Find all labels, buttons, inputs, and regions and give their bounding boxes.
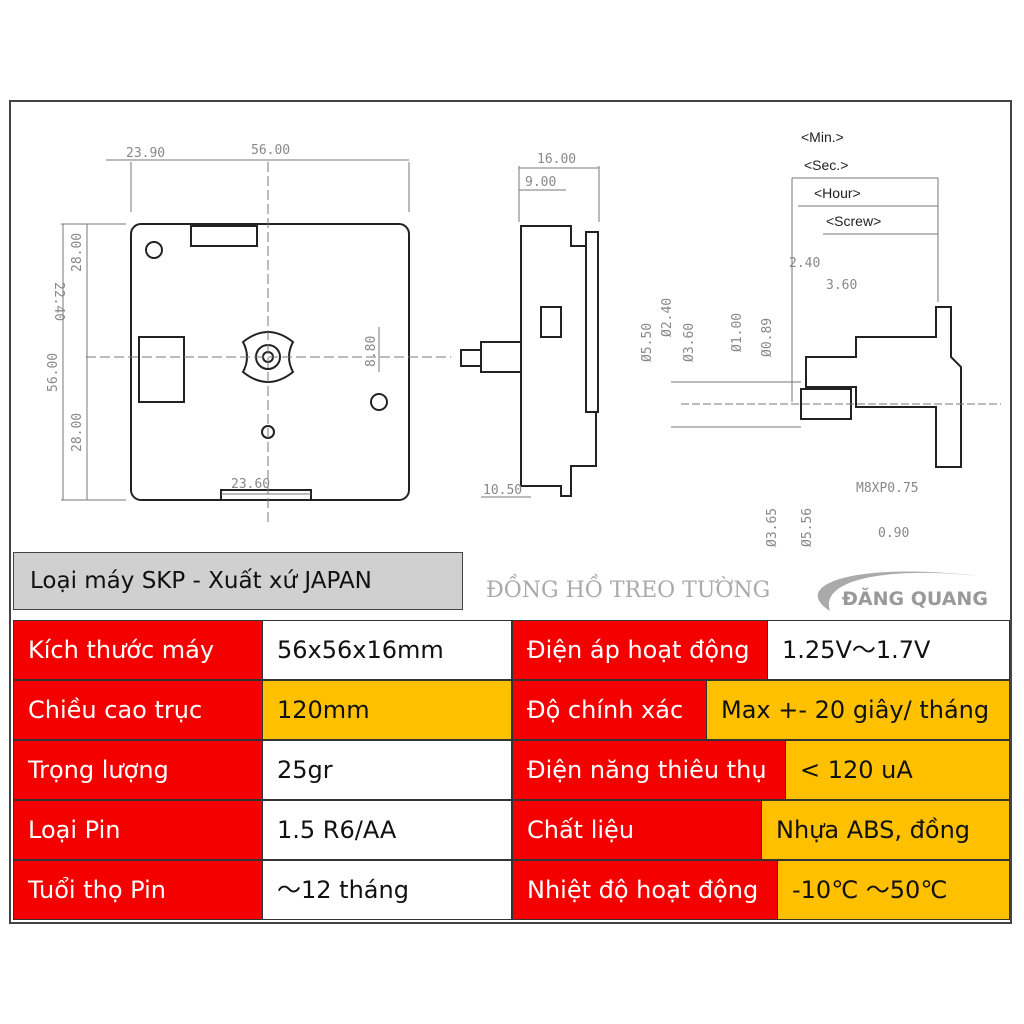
spec-value: Max +- 20 giây/ tháng	[706, 680, 1010, 740]
label-screw: <Screw>	[826, 213, 881, 229]
spec-value: < 120 uA	[785, 740, 1010, 800]
brand-tagline: ĐỒNG HỒ TREO TƯỜNG	[486, 578, 771, 603]
dim-22-40: 22.40	[51, 282, 66, 321]
spec-value: 25gr	[262, 740, 512, 800]
dim-phi-3-60: Ø3.60	[682, 323, 697, 362]
spec-value: ～12 tháng	[262, 860, 512, 920]
spec-label: Tuổi thọ Pin	[13, 860, 263, 920]
dim-3-60: 3.60	[826, 278, 857, 293]
dim-23-90: 23.90	[126, 146, 165, 161]
spec-row: Loại Pin 1.5 R6/AA Chất liệu Nhựa ABS, đ…	[13, 800, 1010, 860]
dim-56-00-top: 56.00	[251, 143, 290, 158]
label-min: <Min.>	[801, 129, 844, 145]
section-view: <Min.> <Sec.> <Hour> <Screw> 2.40 3.60 Ø…	[640, 129, 1001, 547]
dim-2-40: 2.40	[789, 256, 820, 271]
spec-label: Độ chính xác	[512, 680, 707, 740]
spec-value: 120mm	[262, 680, 512, 740]
dim-phi-2-40: Ø2.40	[660, 298, 675, 337]
spec-value: Nhựa ABS, đồng	[761, 800, 1010, 860]
spec-value: 1.5 R6/AA	[262, 800, 512, 860]
dim-phi-0-89: Ø0.89	[760, 318, 775, 357]
spec-value: 1.25V～1.7V	[767, 620, 1010, 680]
outer-frame	[9, 100, 1012, 924]
dim-phi-3-65: Ø3.65	[765, 508, 780, 547]
dim-28-00-top: 28.00	[70, 233, 85, 272]
dim-phi-5-56: Ø5.56	[800, 508, 815, 547]
spec-value: 56x56x16mm	[262, 620, 512, 680]
technical-drawing: 23.90 56.00 22.40 28.00 56.00 28.00 8.80…	[46, 129, 1001, 547]
label-hour: <Hour>	[814, 185, 861, 201]
spec-label: Chiều cao trục	[13, 680, 263, 740]
side-view: 16.00 9.00 10.50	[460, 152, 600, 498]
spec-label: Trọng lượng	[13, 740, 263, 800]
dim-8-80: 8.80	[364, 336, 379, 367]
dim-16-00: 16.00	[537, 152, 576, 167]
spec-row: Trọng lượng 25gr Điện năng thiêu thụ < 1…	[13, 740, 1010, 800]
spec-row: Tuổi thọ Pin ～12 tháng Nhiệt độ hoạt độn…	[13, 860, 1010, 920]
spec-row: Chiều cao trục 120mm Độ chính xác Max +-…	[13, 680, 1010, 740]
spec-label: Điện áp hoạt động	[512, 620, 768, 680]
front-view: 23.90 56.00 22.40 28.00 56.00 28.00 8.80…	[46, 143, 451, 522]
dim-23-60: 23.60	[231, 477, 270, 492]
thread-label: M8XP0.75	[856, 481, 919, 496]
spec-label: Chất liệu	[512, 800, 762, 860]
dim-10-50: 10.50	[483, 483, 522, 498]
dim-phi-1-00: Ø1.00	[730, 313, 745, 352]
dim-56-00-left: 56.00	[46, 353, 61, 392]
dim-9-00: 9.00	[525, 175, 556, 190]
spec-label: Loại Pin	[13, 800, 263, 860]
dim-0-90: 0.90	[878, 526, 909, 541]
spec-value: -10℃ ～50℃	[777, 860, 1010, 920]
label-sec: <Sec.>	[804, 157, 848, 173]
spec-label: Kích thước máy	[13, 620, 263, 680]
spec-label: Điện năng thiêu thụ	[512, 740, 786, 800]
dim-28-00-bottom: 28.00	[70, 413, 85, 452]
dim-phi-5-50: Ø5.50	[640, 323, 655, 362]
spec-label: Nhiệt độ hoạt động	[512, 860, 778, 920]
brand-logo-text: ĐĂNG QUANG	[842, 588, 988, 610]
model-title: Loại máy SKP - Xuất xứ JAPAN	[13, 552, 463, 610]
spec-row: Kích thước máy 56x56x16mm Điện áp hoạt đ…	[13, 620, 1010, 680]
